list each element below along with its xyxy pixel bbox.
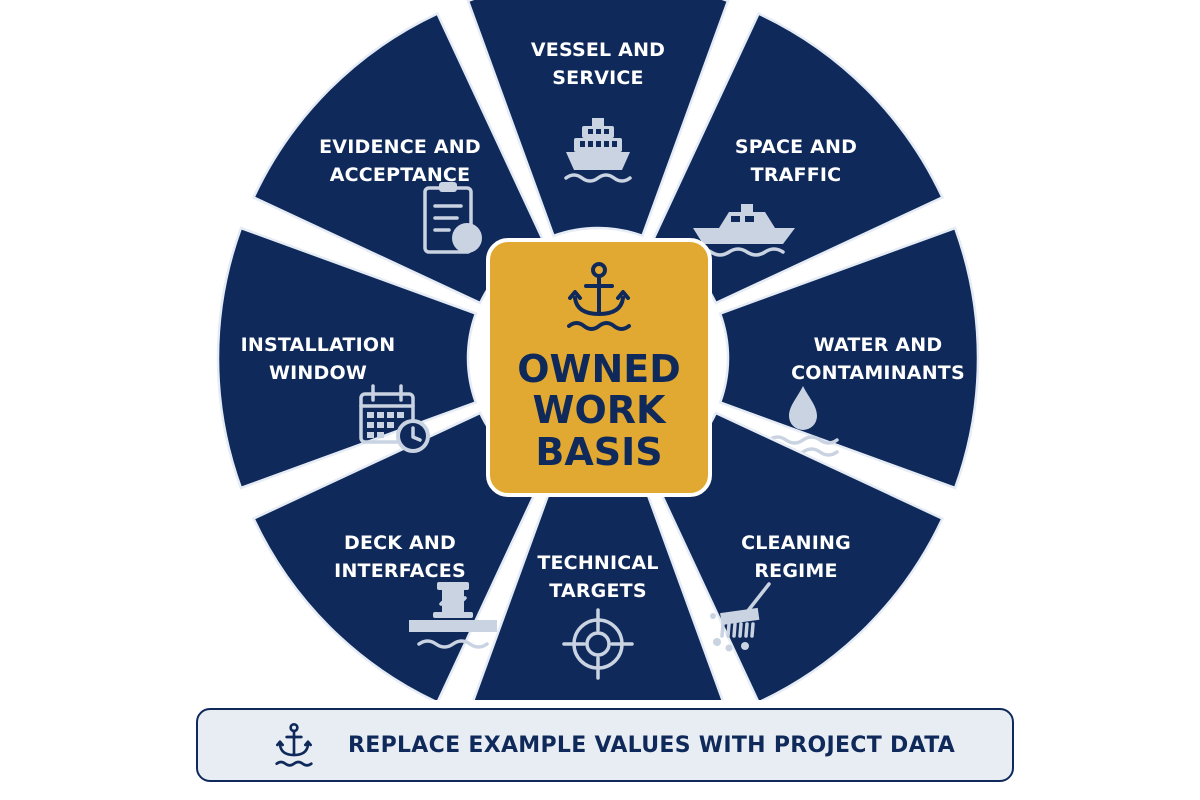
segment-installation-window: INSTALLATION WINDOW [216, 226, 478, 490]
calendar-clock-icon [359, 384, 430, 453]
segment-label-line-2: SERVICE [552, 67, 643, 89]
segment-label-line-1: DECK AND [344, 532, 456, 554]
segment-label-line-1: CLEANING [741, 532, 851, 554]
segment-label-line-2: INTERFACES [334, 560, 466, 582]
center-block: OWNED WORK BASIS [486, 238, 712, 497]
segment-label-line-2: TRAFFIC [751, 164, 842, 186]
instruction-banner: REPLACE EXAMPLE VALUES WITH PROJECT DATA [196, 708, 1014, 782]
segment-label-line-1: EVIDENCE AND [319, 136, 481, 158]
segment-label-line-1: TECHNICAL [537, 552, 658, 574]
segment-cleaning-regime: CLEANING REGIME [651, 411, 945, 700]
segment-label-line-1: VESSEL AND [531, 39, 665, 61]
segment-vessel-and-service: VESSEL AND SERVICE [466, 0, 730, 238]
segment-label-line-1: INSTALLATION [241, 334, 396, 356]
segment-evidence-and-acceptance: EVIDENCE AND ACCEPTANCE [251, 11, 545, 305]
segment-label-line-2: TARGETS [549, 580, 646, 602]
center-line-1: OWNED [517, 347, 681, 391]
segment-shape [466, 0, 730, 238]
center-line-2: WORK [533, 388, 667, 432]
segment-label-line-1: WATER AND [814, 334, 943, 356]
target-icon [562, 608, 634, 680]
anchor-icon [275, 723, 313, 767]
segment-label-line-1: SPACE AND [735, 136, 857, 158]
segment-label-line-2: WINDOW [269, 362, 367, 384]
bollard-icon [409, 582, 497, 649]
segment-shape [718, 226, 980, 490]
center-box [486, 238, 712, 497]
banner-text: REPLACE EXAMPLE VALUES WITH PROJECT DATA [348, 732, 956, 758]
center-anchor-icon [567, 262, 631, 331]
segment-deck-and-interfaces: DECK AND INTERFACES [251, 411, 545, 700]
scrub-brush-icon [710, 582, 771, 652]
segment-label-line-2: REGIME [754, 560, 837, 582]
segment-label-line-2: ACCEPTANCE [330, 164, 471, 186]
center-line-3: BASIS [535, 430, 662, 474]
segment-label-line-2: CONTAMINANTS [791, 362, 965, 384]
clipboard-check-icon [423, 182, 482, 254]
work-basis-wheel: VESSEL AND SERVICE SPACE AND TRAFFIC WATER A… [216, 0, 980, 700]
segment-water-and-contaminants: WATER AND CONTAMINANTS [718, 226, 980, 490]
ship-icon [564, 118, 632, 183]
